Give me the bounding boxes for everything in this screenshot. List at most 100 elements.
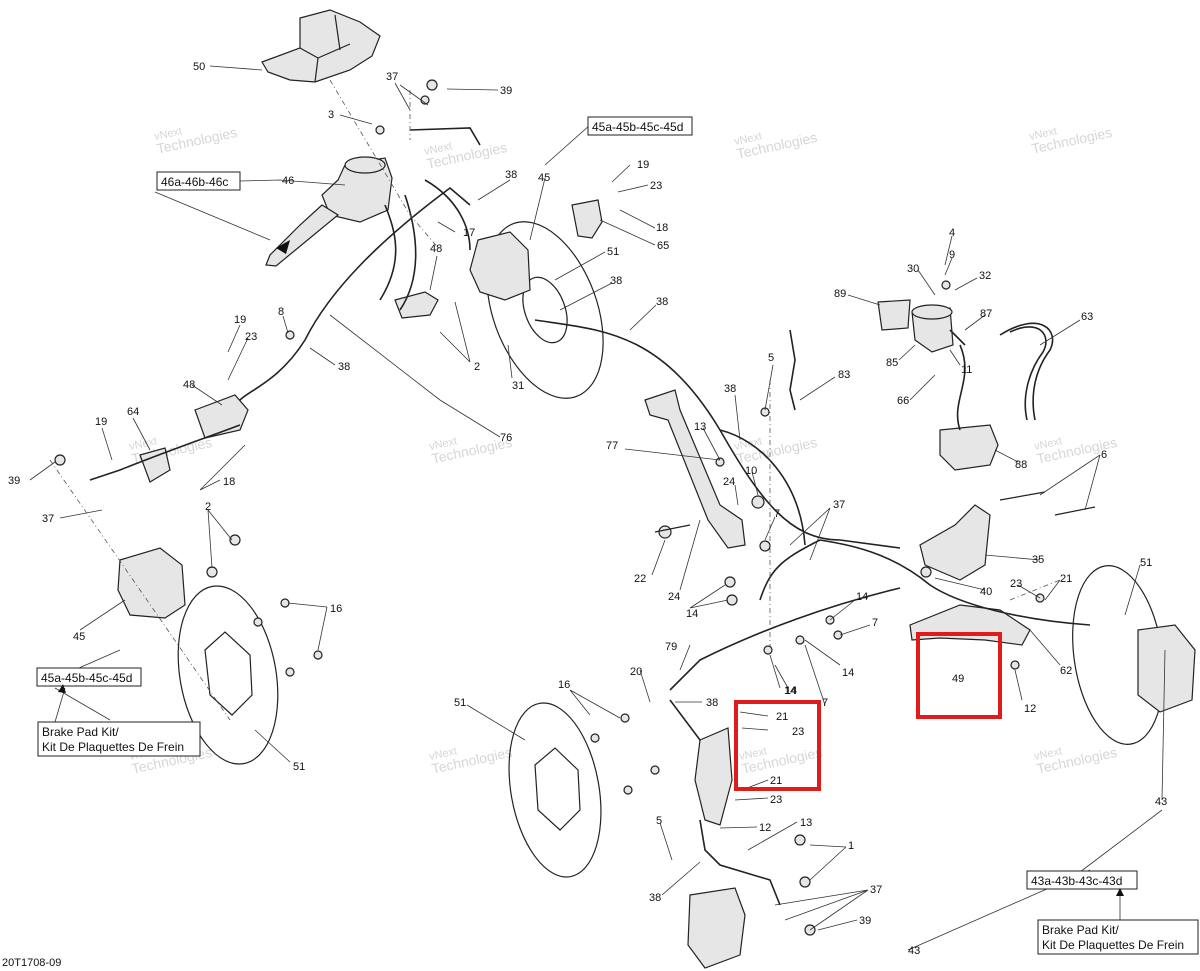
callout-label: 76 [500, 432, 512, 444]
callout-label: 10 [745, 465, 757, 477]
callout-label: 64 [127, 406, 139, 418]
callout-label: 37 [386, 71, 398, 83]
clip-65 [571, 199, 603, 239]
callout-label: 13 [800, 817, 812, 829]
callout-label: 19 [234, 314, 246, 326]
callout-label: 48 [183, 379, 195, 391]
callout-label: 66 [897, 395, 909, 407]
callout-label: 43 [1155, 796, 1167, 808]
callout-label: 7 [872, 617, 878, 629]
callout-label: 63 [1081, 311, 1093, 323]
callout-label: 23 [650, 180, 662, 192]
callout-label: 20 [630, 666, 642, 678]
callout-label: 13 [694, 421, 706, 433]
watermark-company: vNext [428, 435, 458, 453]
kit-box-45-top[interactable]: 45a-45b-45c-45d [587, 116, 693, 136]
callout-label: 5 [768, 352, 774, 364]
master-cylinder-88 [939, 424, 999, 471]
brake-pad-kit-left[interactable]: Brake Pad Kit/ Kit De Plaquettes De Frei… [37, 721, 201, 757]
arrow-icon [276, 240, 290, 254]
callout-label: 23 [245, 331, 257, 343]
highlight-box-caliper-fasteners [734, 700, 821, 791]
caliper-top [469, 231, 531, 301]
callout-label: 21 [776, 711, 788, 723]
caliper-right [1137, 624, 1196, 713]
callout-label: 3 [328, 109, 334, 121]
callout-label: 23 [770, 794, 782, 806]
callout-label: 89 [834, 288, 846, 300]
watermark-company: vNext [733, 130, 763, 148]
bracket-48 [394, 291, 439, 319]
callout-label: 40 [980, 586, 992, 598]
watermark-company: vNext [738, 745, 768, 763]
callout-label: 79 [665, 641, 677, 653]
kit-box-label: 45a-45b-45c-45d [592, 120, 683, 134]
callout-label: 77 [606, 440, 618, 452]
arrow-icon [58, 684, 66, 693]
brake-pad-kit-right[interactable]: Brake Pad Kit/ Kit De Plaquettes De Frei… [1037, 919, 1199, 955]
callout-label: 43 [908, 945, 920, 957]
brake-lines [89, 127, 1091, 906]
callout-label: 8 [278, 306, 284, 318]
caliper-left-45 [117, 547, 186, 619]
callout-label: 87 [980, 308, 992, 320]
callout-label: 23 [792, 726, 804, 738]
callout-label: 38 [649, 892, 661, 904]
callout-label: 38 [706, 697, 718, 709]
callout-label: 30 [907, 263, 919, 275]
callout-label: 1 [848, 840, 854, 852]
sleeve-89 [877, 299, 911, 331]
callout-label: 39 [859, 915, 871, 927]
junction-bracket-49 [909, 604, 1031, 646]
watermark-company: vNext [428, 745, 458, 763]
callout-label: 11 [961, 364, 972, 376]
callout-label: 31 [512, 380, 524, 392]
callout-label: 23 [1010, 578, 1022, 590]
callout-label: 4 [949, 227, 955, 239]
callout-label: 7 [774, 508, 780, 520]
callout-label: 37 [833, 499, 845, 511]
callout-label: 37 [870, 884, 882, 896]
callout-label: 50 [193, 61, 205, 73]
callout-label: 32 [979, 270, 991, 282]
watermark-company: vNext [423, 140, 453, 158]
callout-label: 18 [656, 222, 668, 234]
kit-box-45-left[interactable]: 45a-45b-45c-45d [36, 667, 142, 687]
brake-lever [265, 204, 340, 267]
callout-label: 85 [886, 357, 898, 369]
callout-label: 38 [610, 275, 622, 287]
callout-label: 37 [42, 513, 54, 525]
callout-label: 83 [838, 369, 850, 381]
kit-box-43[interactable]: 43a-43b-43c-43d [1026, 870, 1138, 890]
caliper-bottom-43 [687, 887, 746, 969]
callout-label: 12 [1024, 703, 1036, 715]
callout-label: 18 [223, 476, 235, 488]
kit-box-46[interactable]: 46a-46b-46c [156, 171, 241, 191]
callout-label: 24 [668, 591, 680, 603]
callout-label: 14 [785, 685, 797, 697]
callout-label: 38 [724, 383, 736, 395]
bracket-50 [261, 9, 381, 83]
leader-lines [29, 65, 1166, 951]
callout-label: 14 [784, 685, 796, 697]
callout-label: 35 [1032, 554, 1044, 566]
kit-box-label: 46a-46b-46c [161, 175, 228, 189]
callouts: 50 37 39 3 46 38 45 19 23 18 65 17 48 51… [8, 61, 1167, 957]
callout-label: 51 [293, 761, 305, 773]
watermark-company: vNext [1033, 435, 1063, 453]
callout-label: 38 [505, 169, 517, 181]
callout-label: 21 [1060, 573, 1072, 585]
axis-lines [49, 79, 1061, 721]
callout-label: 24 [723, 476, 735, 488]
watermark-company: vNext [1028, 125, 1058, 143]
callout-label: 14 [842, 667, 854, 679]
fasteners [54, 79, 1096, 936]
watermark-company: vNext [153, 125, 183, 143]
callout-label: 12 [759, 822, 771, 834]
brake-pedal-77 [644, 389, 746, 549]
callout-label: 45 [538, 172, 550, 184]
brake-pad-kit-line1: Brake Pad Kit/ [1042, 923, 1119, 937]
kit-box-label: 43a-43b-43c-43d [1031, 874, 1122, 888]
brake-pad-kit-line2: Kit De Plaquettes De Frein [42, 740, 184, 754]
